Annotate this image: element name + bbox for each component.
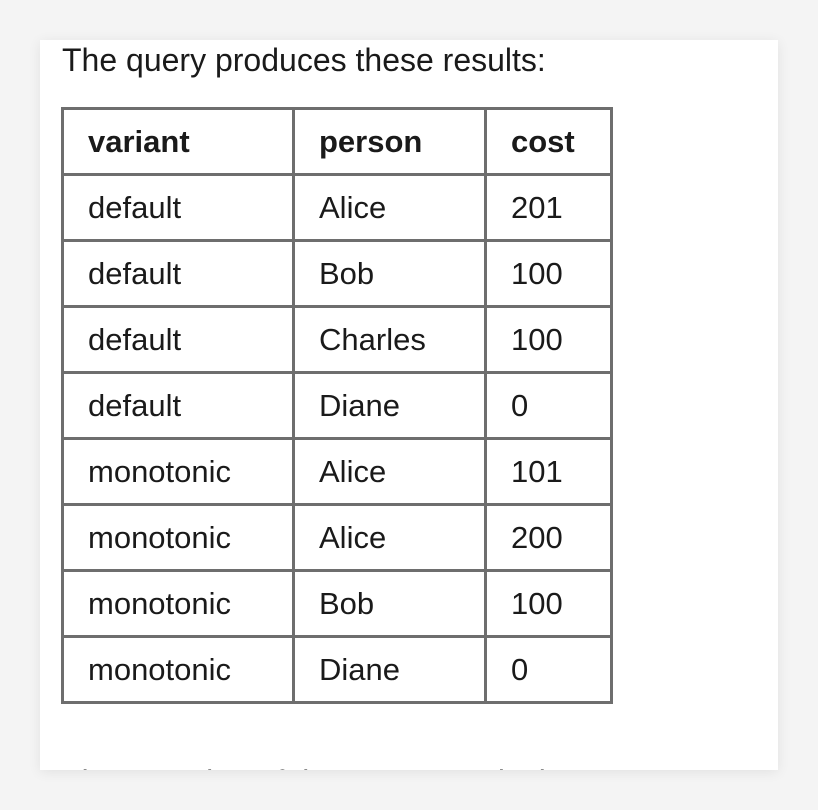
cell-variant: monotonic bbox=[61, 503, 295, 572]
table-header-row: variant person cost bbox=[61, 107, 613, 176]
following-paragraph: The meaning of the query results is bbox=[62, 762, 562, 770]
table-row: monotonic Alice 200 bbox=[61, 503, 613, 572]
header-person: person bbox=[292, 107, 487, 176]
cell-cost: 200 bbox=[484, 503, 613, 572]
table-row: default Alice 201 bbox=[61, 173, 613, 242]
header-cost: cost bbox=[484, 107, 613, 176]
table-row: monotonic Diane 0 bbox=[61, 635, 613, 704]
cell-person: Diane bbox=[292, 635, 487, 704]
cell-variant: monotonic bbox=[61, 635, 295, 704]
table-row: default Diane 0 bbox=[61, 371, 613, 440]
cell-person: Alice bbox=[292, 173, 487, 242]
document-page: The query produces these results: varian… bbox=[40, 40, 778, 770]
cell-cost: 101 bbox=[484, 437, 613, 506]
cell-variant: default bbox=[61, 305, 295, 374]
table-row: monotonic Alice 101 bbox=[61, 437, 613, 506]
cell-cost: 100 bbox=[484, 239, 613, 308]
results-table: variant person cost default Alice 201 de… bbox=[61, 107, 613, 704]
cell-person: Alice bbox=[292, 437, 487, 506]
cell-cost: 201 bbox=[484, 173, 613, 242]
cell-person: Alice bbox=[292, 503, 487, 572]
cell-person: Diane bbox=[292, 371, 487, 440]
cell-variant: default bbox=[61, 173, 295, 242]
table-row: monotonic Bob 100 bbox=[61, 569, 613, 638]
cell-person: Bob bbox=[292, 569, 487, 638]
cell-person: Charles bbox=[292, 305, 487, 374]
cell-variant: default bbox=[61, 239, 295, 308]
cell-cost: 100 bbox=[484, 305, 613, 374]
cell-person: Bob bbox=[292, 239, 487, 308]
intro-paragraph: The query produces these results: bbox=[62, 42, 546, 78]
header-variant: variant bbox=[61, 107, 295, 176]
cell-cost: 100 bbox=[484, 569, 613, 638]
cell-variant: monotonic bbox=[61, 437, 295, 506]
table-row: default Charles 100 bbox=[61, 305, 613, 374]
cell-cost: 0 bbox=[484, 371, 613, 440]
cell-cost: 0 bbox=[484, 635, 613, 704]
cell-variant: monotonic bbox=[61, 569, 295, 638]
cell-variant: default bbox=[61, 371, 295, 440]
table-row: default Bob 100 bbox=[61, 239, 613, 308]
